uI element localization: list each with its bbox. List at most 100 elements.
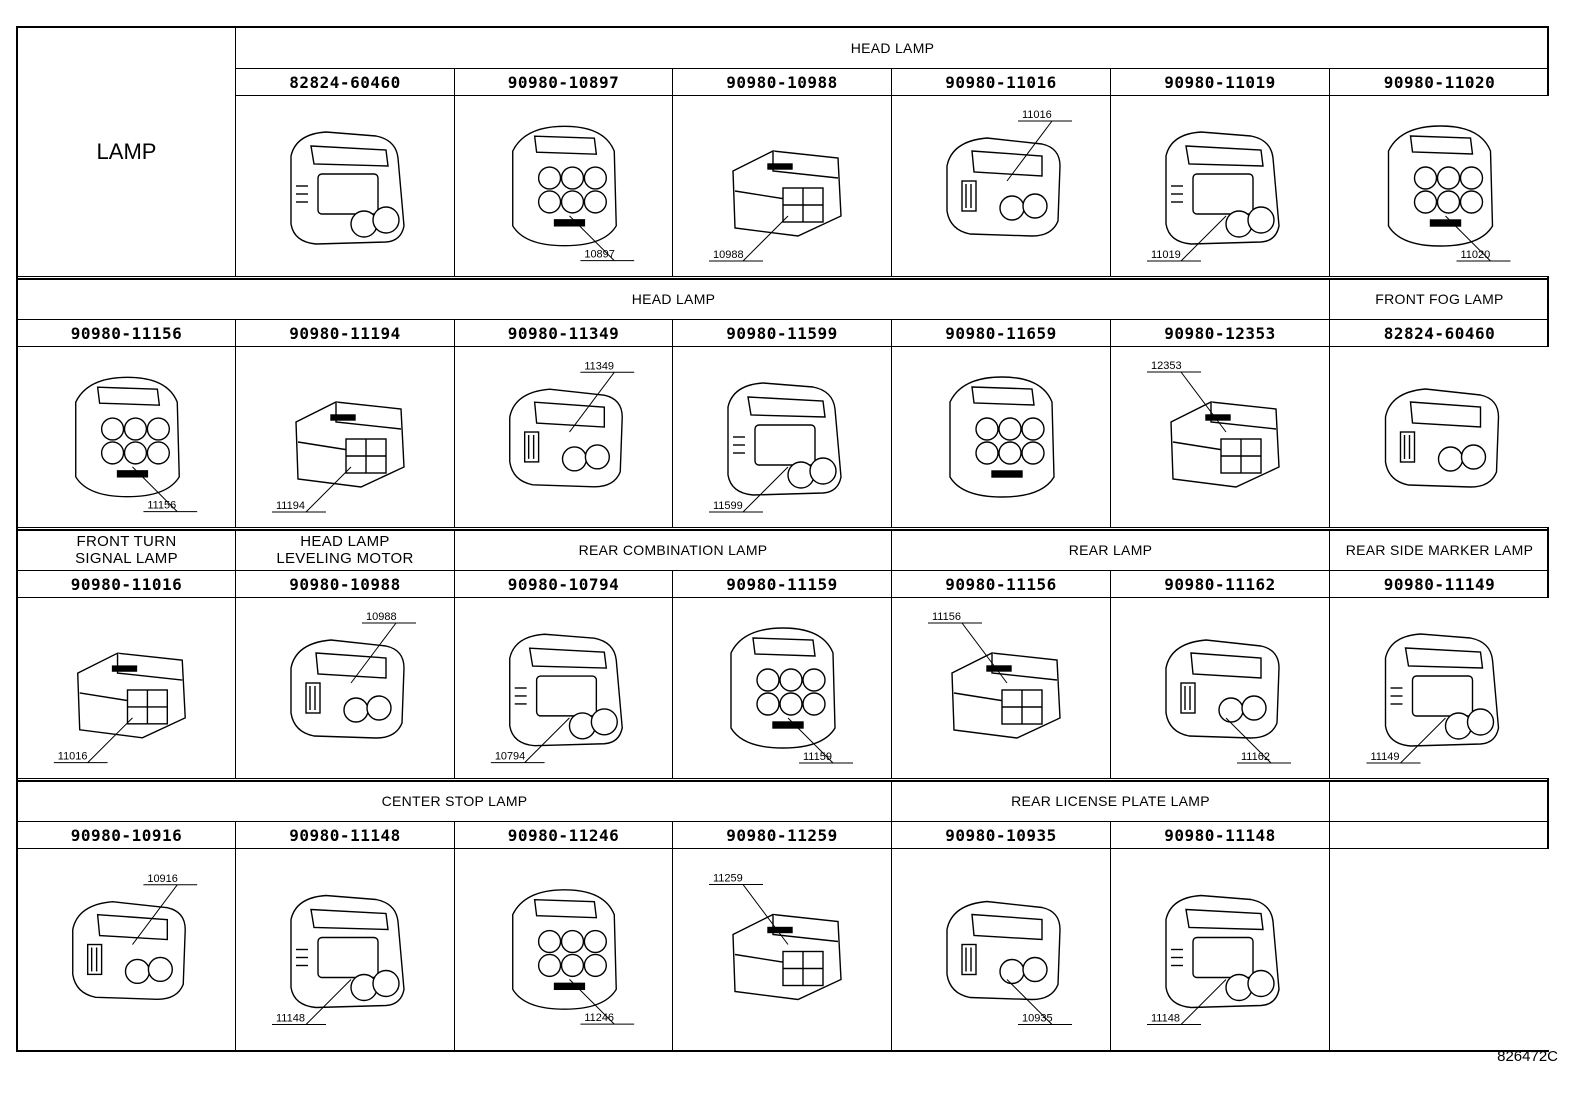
part-number: 90980-11148 bbox=[1111, 822, 1330, 849]
part-number bbox=[1330, 822, 1549, 849]
callout-leader bbox=[787, 717, 853, 764]
connector-image: 10988 bbox=[673, 96, 892, 277]
connector-drawing: 11149 bbox=[1366, 633, 1500, 764]
connector-image bbox=[236, 96, 455, 277]
part-number: 90980-11149 bbox=[1330, 571, 1549, 598]
callout-label: 11149 bbox=[1371, 751, 1400, 763]
part-number: 90980-10897 bbox=[455, 69, 673, 96]
connector-drawing: 10916 bbox=[72, 873, 198, 1000]
connector-image: 11259 bbox=[673, 849, 892, 1050]
row-separator bbox=[18, 278, 1547, 280]
callout-label: 11162 bbox=[1241, 751, 1270, 763]
callout-leader bbox=[272, 979, 352, 1025]
part-number: 90980-11162 bbox=[1111, 571, 1330, 598]
callout-leader bbox=[1366, 717, 1446, 764]
section-header: REAR COMBINATION LAMP bbox=[455, 530, 892, 571]
connector-image: 11349 bbox=[455, 347, 673, 528]
connector-drawing: 11159 bbox=[730, 627, 853, 764]
part-number: 90980-10916 bbox=[18, 822, 236, 849]
part-number: 90980-11016 bbox=[892, 69, 1111, 96]
connector-image: 10988 bbox=[236, 598, 455, 779]
callout-leader bbox=[1147, 979, 1227, 1025]
part-number: 90980-11599 bbox=[673, 320, 892, 347]
section-header: HEAD LAMP bbox=[236, 28, 1549, 69]
part-number: 90980-11259 bbox=[673, 822, 892, 849]
connector-drawing: 11194 bbox=[272, 401, 405, 513]
part-number: 90980-11659 bbox=[892, 320, 1111, 347]
callout-label: 11148 bbox=[1151, 1013, 1180, 1025]
callout-label: 11259 bbox=[713, 873, 743, 885]
callout-leader bbox=[132, 884, 198, 945]
connector-image bbox=[1330, 849, 1549, 1050]
part-number: 90980-10935 bbox=[892, 822, 1111, 849]
section-header: HEAD LAMP bbox=[18, 279, 1330, 320]
connector-drawing: 11148 bbox=[272, 894, 405, 1025]
callout-label: 11246 bbox=[584, 1012, 614, 1024]
callout-leader bbox=[490, 717, 570, 764]
callout-leader bbox=[1147, 215, 1227, 262]
part-number: 90980-11159 bbox=[673, 571, 892, 598]
part-number: 90980-11019 bbox=[1111, 69, 1330, 96]
connector-image: 10916 bbox=[18, 849, 236, 1050]
connector-drawing: 11148 bbox=[1147, 894, 1280, 1025]
connector-drawing: 11162 bbox=[1165, 639, 1291, 764]
connector-drawing: 11016 bbox=[53, 652, 186, 764]
connector-drawing: 11016 bbox=[946, 109, 1072, 237]
callout-leader bbox=[132, 466, 198, 513]
callout-label: 11159 bbox=[803, 751, 832, 763]
connector-drawing: 10988 bbox=[290, 611, 416, 739]
connector-image bbox=[892, 347, 1111, 528]
connector-image: 11246 bbox=[455, 849, 673, 1050]
connector-image: 11016 bbox=[892, 96, 1111, 277]
callout-leader bbox=[1147, 371, 1227, 433]
callout-label: 10988 bbox=[713, 249, 744, 261]
callout-leader bbox=[569, 371, 635, 433]
connector-drawing: 11156 bbox=[75, 376, 198, 513]
callout-leader bbox=[1006, 979, 1072, 1025]
callout-label: 11599 bbox=[713, 500, 743, 512]
connector-image: 11599 bbox=[673, 347, 892, 528]
connector-image: 10794 bbox=[455, 598, 673, 779]
part-number: 82824-60460 bbox=[1330, 320, 1549, 347]
part-number: 90980-11016 bbox=[18, 571, 236, 598]
part-number: 90980-10988 bbox=[236, 571, 455, 598]
lamp-title-cell: LAMP bbox=[18, 28, 236, 277]
section-header bbox=[1330, 781, 1549, 822]
connector-drawing: 10988 bbox=[709, 150, 842, 262]
connector-image: 11149 bbox=[1330, 598, 1549, 779]
section-header: REAR LICENSE PLATE LAMP bbox=[892, 781, 1330, 822]
callout-label: 11156 bbox=[932, 611, 961, 623]
connector-image: 11156 bbox=[892, 598, 1111, 779]
part-number: 90980-11349 bbox=[455, 320, 673, 347]
connector-image: 11159 bbox=[673, 598, 892, 779]
section-header: REAR SIDE MARKER LAMP bbox=[1330, 530, 1549, 571]
section-header: HEAD LAMP LEVELING MOTOR bbox=[236, 530, 455, 571]
row-separator bbox=[18, 529, 1547, 531]
part-number: 90980-11194 bbox=[236, 320, 455, 347]
callout-label: 11148 bbox=[276, 1013, 305, 1025]
connector-drawing: 11246 bbox=[512, 889, 635, 1025]
connector-image: 11016 bbox=[18, 598, 236, 779]
connector-image: 10935 bbox=[892, 849, 1111, 1050]
connector-image: 11194 bbox=[236, 347, 455, 528]
part-number: 82824-60460 bbox=[236, 69, 455, 96]
callout-label: 11016 bbox=[58, 751, 88, 763]
connector-image: 11148 bbox=[1111, 849, 1330, 1050]
callout-label: 10794 bbox=[495, 751, 525, 763]
connector-image: 11148 bbox=[236, 849, 455, 1050]
part-number: 90980-11020 bbox=[1330, 69, 1549, 96]
callout-label: 10897 bbox=[584, 249, 614, 261]
part-number: 90980-10794 bbox=[455, 571, 673, 598]
callout-label: 11016 bbox=[1022, 109, 1052, 121]
callout-label: 12353 bbox=[1151, 360, 1182, 372]
callout-label: 10988 bbox=[366, 611, 397, 623]
callout-label: 11156 bbox=[147, 500, 176, 512]
connector-image: 10897 bbox=[455, 96, 673, 277]
connector-drawing: 11349 bbox=[509, 360, 635, 488]
connector-drawing bbox=[290, 131, 405, 245]
connector-image: 12353 bbox=[1111, 347, 1330, 528]
connector-image: 11156 bbox=[18, 347, 236, 528]
connector-drawing bbox=[1384, 388, 1500, 488]
callout-leader bbox=[1225, 717, 1291, 764]
